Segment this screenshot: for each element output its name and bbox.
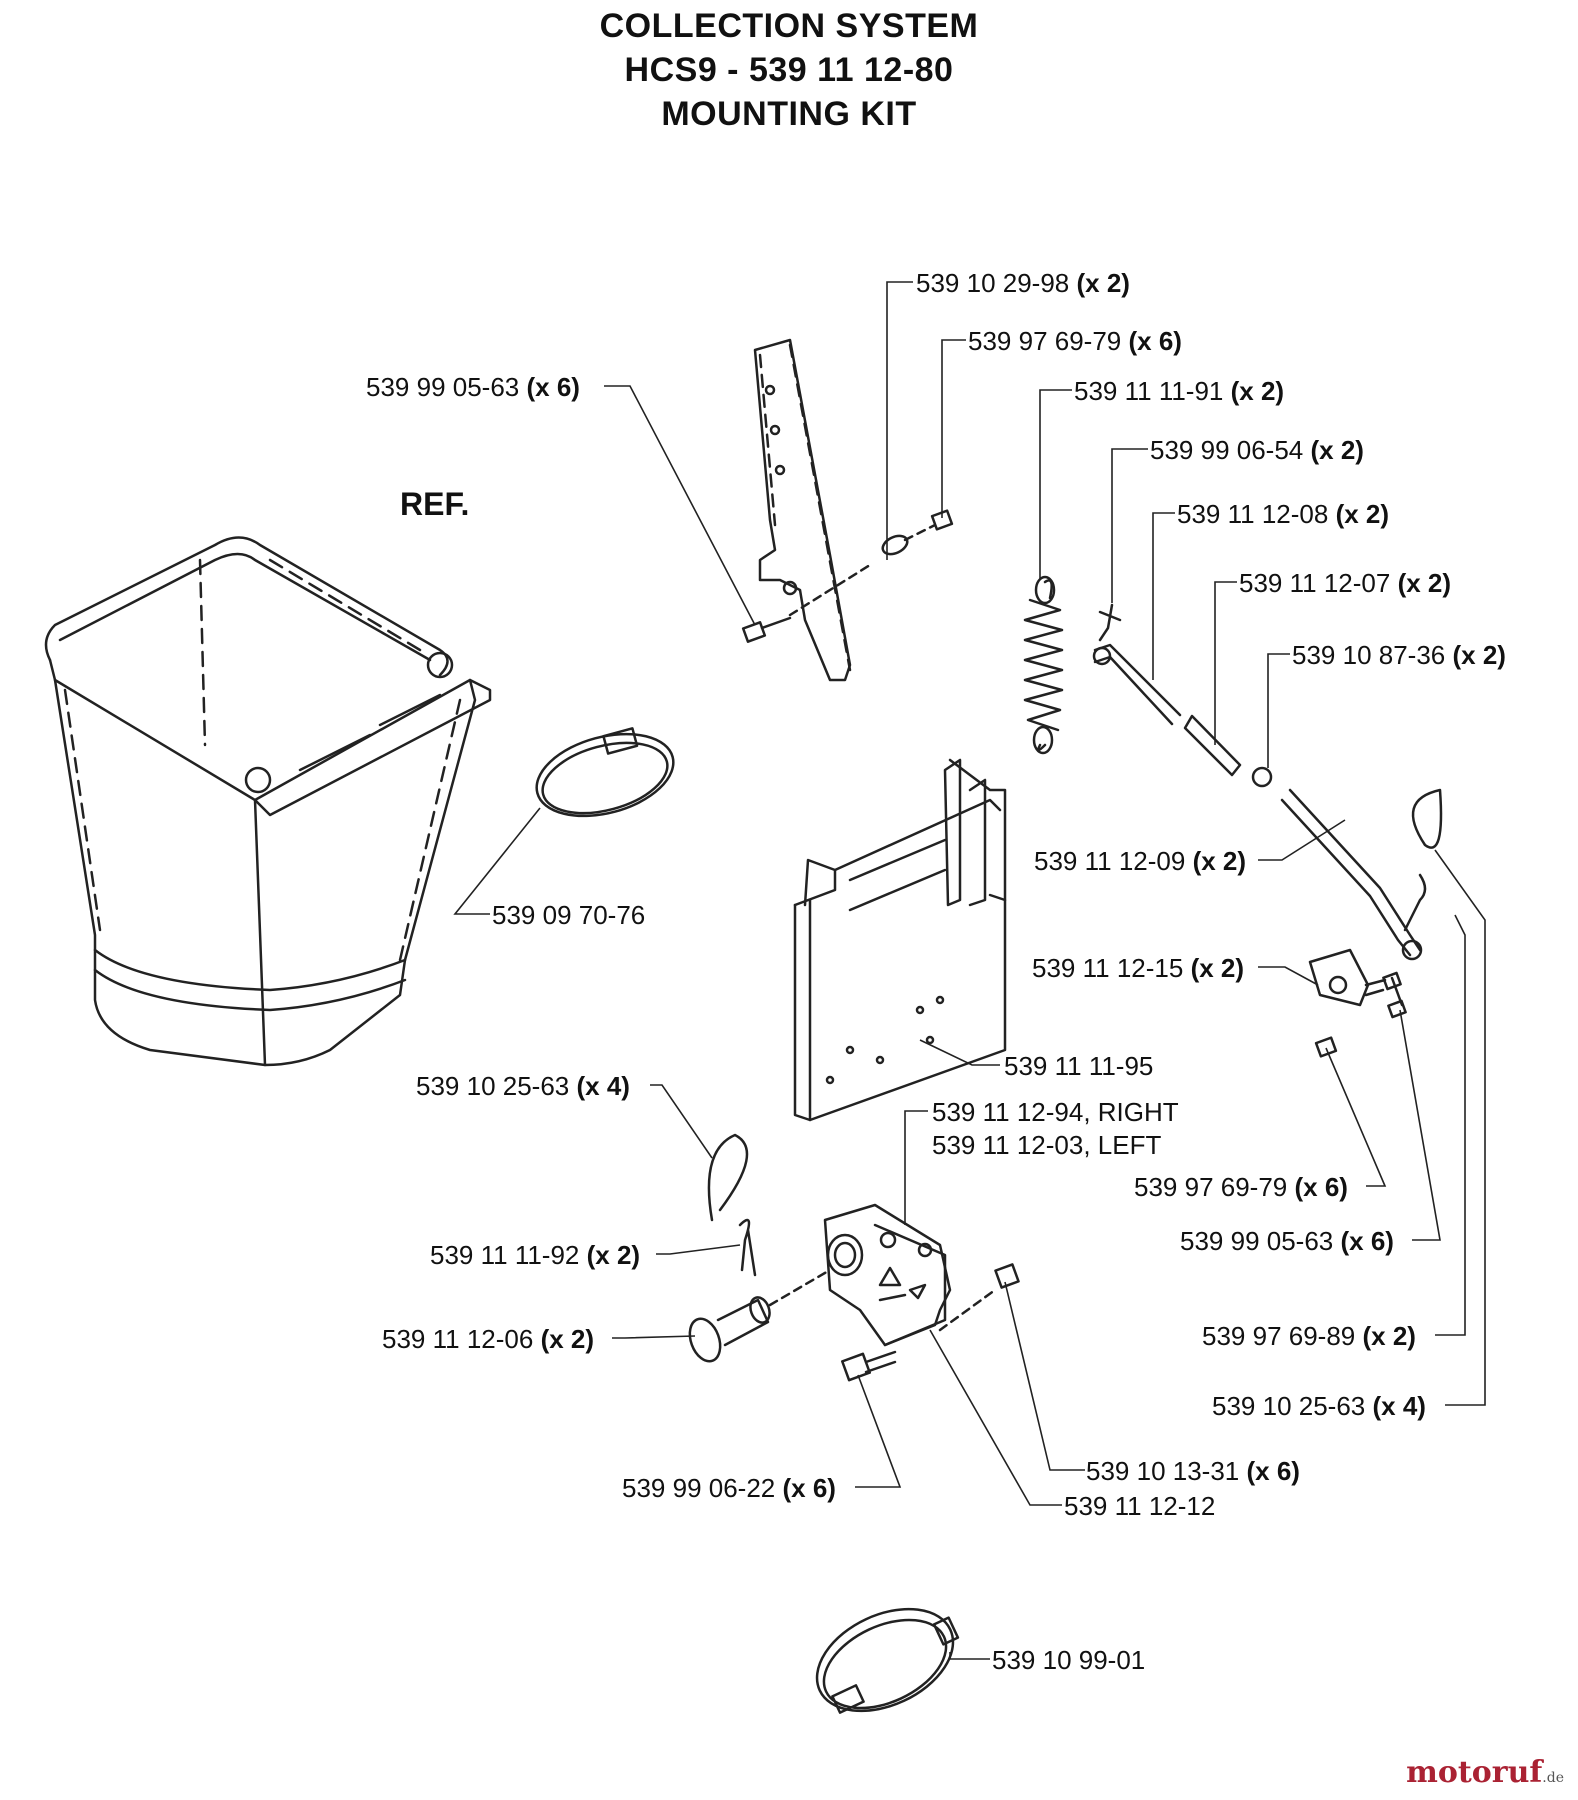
- part-label-539-11-12-12: 539 11 12-12: [1064, 1491, 1216, 1521]
- leader-l21: [1434, 849, 1486, 1406]
- part-label-539-11-12-08: 539 11 12-08 (x 2): [1177, 499, 1390, 529]
- title-line-3: MOUNTING KIT: [661, 95, 917, 133]
- leader-l12: [919, 1039, 1000, 1066]
- part-label-539-11-11-91: 539 11 11-91 (x 2): [1074, 376, 1285, 406]
- leader-l7: [1214, 581, 1237, 745]
- leader-l19: [612, 1335, 696, 1339]
- leader-l22: [1004, 1281, 1085, 1471]
- leader-l17: [656, 1244, 741, 1255]
- leader-l24: [929, 1329, 1062, 1506]
- leader-l20: [1435, 914, 1466, 1336]
- leader-l2: [941, 339, 966, 518]
- leader-l18: [1399, 1009, 1441, 1241]
- latch-bracket-drawing: [823, 1203, 952, 1347]
- main-bracket-drawing: [793, 758, 1007, 1122]
- part-label-539-09-70-76: 539 09 70-76: [492, 900, 646, 930]
- spacer-drawing: [1251, 766, 1273, 788]
- part-label-539-10-25-63-left: 539 10 25-63 (x 4): [416, 1071, 630, 1101]
- part-label-539-11-11-95: 539 11 11-95: [1004, 1051, 1154, 1081]
- leader-l16: [1325, 1047, 1387, 1187]
- cotter-pin-drawing: [1098, 603, 1122, 642]
- title-line-1: COLLECTION SYSTEM: [599, 7, 979, 45]
- bracket-fasteners-drawing: [741, 509, 954, 643]
- part-label-539-10-13-31: 539 10 13-31 (x 6): [1086, 1456, 1300, 1486]
- latch-pin-drawing: [688, 1268, 832, 1363]
- leader-l14: [904, 1110, 928, 1225]
- part-label-539-11-12-03-left: 539 11 12-03, LEFT: [932, 1130, 1162, 1160]
- part-label-539-11-12-07: 539 11 12-07 (x 2): [1239, 568, 1452, 598]
- leader-l8: [1267, 653, 1290, 768]
- part-label-539-10-29-98: 539 10 29-98 (x 2): [916, 268, 1130, 298]
- bottom-clamp-drawing: [815, 1607, 960, 1714]
- part-label-539-11-12-06: 539 11 12-06 (x 2): [382, 1324, 595, 1354]
- leader-l25: [949, 1652, 990, 1660]
- part-label-539-10-25-63-right: 539 10 25-63 (x 4): [1212, 1391, 1426, 1421]
- rod-drawing: [1092, 643, 1182, 726]
- part-label-539-99-05-63-right: 539 99 05-63 (x 6): [1180, 1226, 1394, 1256]
- leader-l4: [1039, 389, 1072, 580]
- part-label-539-10-99-01: 539 10 99-01: [992, 1645, 1146, 1675]
- watermark-logo: motoruf.de: [1406, 1755, 1564, 1790]
- collection-bag-drawing: [44, 536, 492, 1067]
- leader-l10: [453, 807, 541, 915]
- nut-right-drawing: [1314, 1036, 1338, 1058]
- part-label-539-11-12-94-right: 539 11 12-94, RIGHT: [932, 1097, 1179, 1127]
- leader-l1: [886, 281, 913, 560]
- hairpin-drawing: [738, 1218, 757, 1277]
- pivot-plate-drawing: [1308, 948, 1404, 1007]
- wire-clip-left-drawing: [707, 1133, 749, 1222]
- part-label-539-99-05-63-top: 539 99 05-63 (x 6): [366, 372, 580, 402]
- part-label-539-11-12-15: 539 11 12-15 (x 2): [1032, 953, 1245, 983]
- part-label-539-99-06-22: 539 99 06-22 (x 6): [622, 1473, 836, 1503]
- part-label-539-97-69-79-right: 539 97 69-79 (x 6): [1134, 1172, 1348, 1202]
- hose-clamp-drawing: [535, 727, 675, 818]
- leader-l9: [1258, 819, 1346, 861]
- part-label-539-11-11-92: 539 11 11-92 (x 2): [430, 1240, 641, 1270]
- long-rod-drawing: [1280, 788, 1443, 961]
- leader-l5: [1111, 448, 1148, 603]
- spring-drawing: [1023, 575, 1064, 755]
- bolt-right-drawing: [1387, 999, 1407, 1019]
- part-label-539-11-12-09: 539 11 12-09 (x 2): [1034, 846, 1247, 876]
- title-line-2: HCS9 - 539 11 12-80: [624, 51, 954, 89]
- leader-l13: [650, 1084, 713, 1159]
- part-label-539-99-06-54: 539 99 06-54 (x 2): [1150, 435, 1364, 465]
- side-bracket-drawing: [753, 338, 852, 682]
- part-label-539-10-87-36: 539 10 87-36 (x 2): [1292, 640, 1506, 670]
- ref-label: REF.: [400, 486, 470, 522]
- leader-l23: [855, 1374, 902, 1488]
- latch-fasteners-drawing: [840, 1263, 1020, 1382]
- leader-l11: [1258, 966, 1319, 986]
- part-label-539-97-69-89: 539 97 69-89 (x 2): [1202, 1321, 1416, 1351]
- sleeve-drawing: [1183, 714, 1242, 777]
- part-label-539-97-69-79-top: 539 97 69-79 (x 6): [968, 326, 1182, 356]
- leader-l6: [1152, 512, 1175, 680]
- leader-l3: [604, 385, 756, 626]
